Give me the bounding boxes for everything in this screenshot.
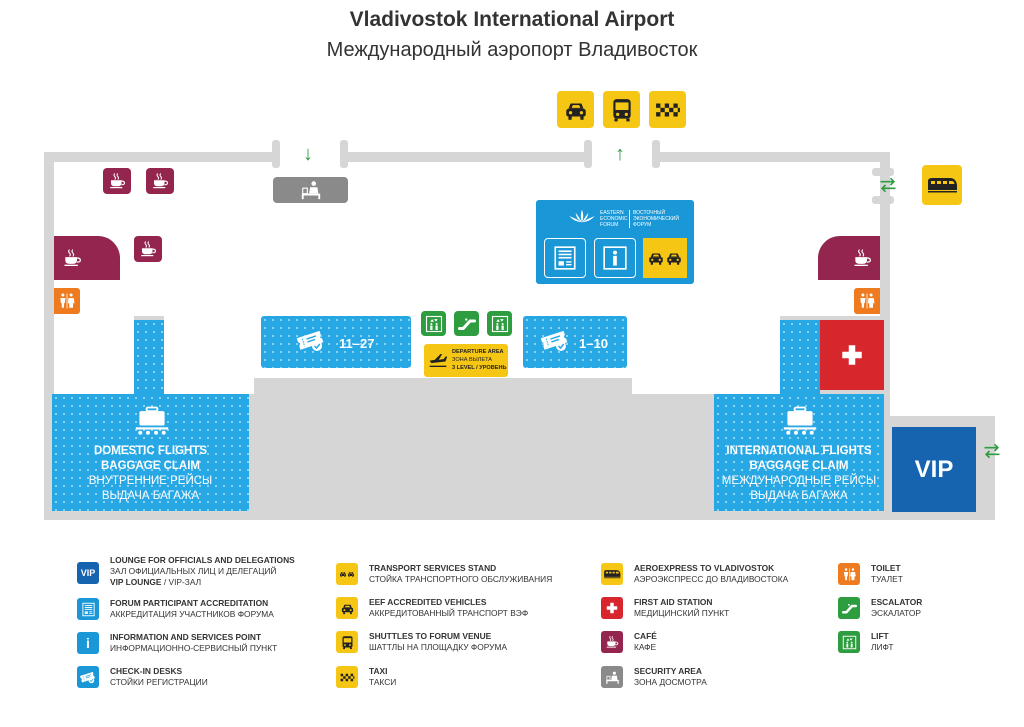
- domestic-baggage-claim[interactable]: DOMESTIC FLIGHTS BAGGAGE CLAIM ВНУТРЕННИ…: [52, 394, 249, 511]
- door-post: [272, 140, 280, 168]
- legend-shuttle-icon: [336, 631, 358, 653]
- legend-cafe: CAFÉ КАФЕ: [634, 631, 657, 652]
- legend-taxi-icon: [336, 666, 358, 688]
- cafe-icon: [852, 248, 872, 268]
- legend-toilet-icon: [838, 563, 860, 585]
- cafe-counter-left[interactable]: [54, 236, 120, 280]
- door-post: [652, 140, 660, 168]
- floor-gap: [54, 316, 134, 394]
- legend-eef-vehicles-icon: [336, 597, 358, 619]
- page-subtitle: Международный аэропорт Владивосток: [326, 39, 698, 61]
- legend-escalator: ESCALATOR ЭСКАЛАТОР: [871, 597, 923, 618]
- arrow-up-icon: ↑: [615, 143, 625, 165]
- toilet-icon[interactable]: [54, 288, 80, 314]
- door-post: [872, 168, 894, 176]
- legend-transport-icon: [336, 563, 358, 585]
- legend-aeroexpress: AEROEXPRESS TO VLADIVOSTOK АЭРОЭКСПРЕСС …: [634, 563, 789, 584]
- checkin-icon: [539, 328, 571, 352]
- checkin-zone-b[interactable]: 1–10: [523, 316, 627, 368]
- legend-info: INFORMATION AND SERVICES POINT ИНФОРМАЦИ…: [110, 632, 278, 653]
- legend-accreditation-icon: [77, 598, 99, 620]
- legend-security: SECURITY AREA ЗОНА ДОСМОТРА: [634, 666, 707, 687]
- forum-name-ru: ВОСТОЧНЫЙ ЭКОНОМИЧЕСКИЙ ФОРУМ: [633, 210, 679, 228]
- forum-name-divider: [629, 210, 630, 228]
- door-post: [340, 140, 348, 168]
- floor-gap: [632, 316, 780, 394]
- left-wall: [44, 152, 54, 322]
- baggage-claim-icon: [782, 406, 818, 436]
- legend-escalator-icon: [838, 597, 860, 619]
- top-wall-mid: [345, 152, 587, 162]
- lift-icon[interactable]: [487, 311, 512, 336]
- departure-plane-icon: [428, 349, 448, 369]
- cafe-icon[interactable]: [146, 168, 174, 194]
- top-wall-left: [44, 152, 278, 162]
- legend-vip: LOUNGE FOR OFFICIALS AND DELEGATIONS ЗАЛ…: [110, 555, 295, 587]
- accreditation-icon[interactable]: [544, 238, 586, 278]
- car-icon: [647, 249, 665, 267]
- swap-arrows-icon: [876, 175, 900, 195]
- cafe-icon[interactable]: [103, 168, 131, 194]
- gates-label-a: 11–27: [339, 336, 375, 351]
- security-area-icon[interactable]: [273, 177, 348, 203]
- taxi-icon[interactable]: [649, 91, 686, 128]
- legend-shuttles: SHUTTLES TO FORUM VENUE ШАТТЛЫ НА ПЛОЩАД…: [369, 631, 508, 652]
- international-baggage-strip: [780, 320, 820, 400]
- legend-first-aid: FIRST AID STATION МЕДИЦИНСКИЙ ПУНКТ: [634, 597, 730, 618]
- legend-accreditation: FORUM PARTICIPANT ACCREDITATION АККРЕДИТ…: [110, 598, 274, 619]
- escalator-icon[interactable]: [454, 311, 479, 336]
- cafe-icon: [62, 248, 82, 268]
- swap-arrows-icon: [982, 441, 1002, 461]
- gates-label-b: 1–10: [579, 336, 608, 351]
- toilet-icon[interactable]: [854, 288, 880, 314]
- legend-cafe-icon: [601, 631, 623, 653]
- door-post: [584, 140, 592, 168]
- door-post: [872, 196, 894, 204]
- legend-toilet: TOILET ТУАЛЕТ: [871, 563, 903, 584]
- legend-info-icon: i: [77, 632, 99, 654]
- legend-first-aid-icon: [601, 597, 623, 619]
- first-aid-station[interactable]: [820, 320, 884, 390]
- arrow-down-icon: ↓: [303, 143, 313, 165]
- vip-lounge[interactable]: VIP: [892, 427, 976, 512]
- checkin-icon: [295, 328, 327, 352]
- legend-taxi: TAXI ТАКСИ: [369, 666, 397, 687]
- eef-vehicles-icon[interactable]: [557, 91, 594, 128]
- domestic-label: DOMESTIC FLIGHTS BAGGAGE CLAIM ВНУТРЕННИ…: [88, 445, 213, 502]
- transport-services-icon[interactable]: [643, 238, 687, 278]
- forum-name-en: EASTERN ECONOMIC FORUM: [600, 210, 628, 228]
- cafe-counter-right[interactable]: [818, 236, 880, 280]
- info-icon[interactable]: [594, 238, 636, 278]
- departure-text: DEPARTURE AREA ЗОНА ВЫЛЕТА 3 LEVEL / УРО…: [452, 349, 507, 371]
- checkin-zone-a[interactable]: 11–27: [261, 316, 411, 368]
- international-label: INTERNATIONAL FLIGHTS BAGGAGE CLAIM МЕЖД…: [721, 445, 877, 502]
- international-baggage-claim[interactable]: INTERNATIONAL FLIGHTS BAGGAGE CLAIM МЕЖД…: [714, 394, 884, 511]
- forum-stand[interactable]: EASTERN ECONOMIC FORUM ВОСТОЧНЫЙ ЭКОНОМИ…: [536, 200, 694, 284]
- legend-checkin-icon: [77, 666, 99, 688]
- right-wall: [880, 152, 890, 322]
- legend-transport: TRANSPORT SERVICES STAND СТОЙКА ТРАНСПОР…: [369, 563, 553, 584]
- legend-aeroexpress-icon: [601, 563, 623, 585]
- aeroexpress-icon[interactable]: [922, 165, 962, 205]
- legend-vip-icon: VIP: [77, 562, 99, 584]
- legend-security-icon: [601, 666, 623, 688]
- shuttle-bus-icon[interactable]: [603, 91, 640, 128]
- top-wall-right: [655, 152, 883, 162]
- domestic-baggage-strip: [134, 320, 164, 400]
- departure-area-sign[interactable]: DEPARTURE AREA ЗОНА ВЫЛЕТА 3 LEVEL / УРО…: [424, 344, 508, 377]
- baggage-claim-icon: [134, 406, 170, 436]
- legend-eef-vehicles: EEF ACCREDITED VEHICLES АККРЕДИТОВАННЫЙ …: [369, 597, 529, 618]
- cafe-icon[interactable]: [134, 236, 162, 262]
- first-aid-icon: [839, 342, 865, 368]
- car-icon: [665, 249, 683, 267]
- floor-gap: [164, 316, 254, 394]
- legend-lift: LIFT ЛИФТ: [871, 631, 894, 652]
- eef-logo-icon: [566, 206, 598, 226]
- page-title: Vladivostok International Airport: [349, 8, 675, 31]
- lift-icon[interactable]: [421, 311, 446, 336]
- legend-lift-icon: [838, 631, 860, 653]
- legend-checkin: CHECK-IN DESKS СТОЙКИ РЕГИСТРАЦИИ: [110, 666, 208, 687]
